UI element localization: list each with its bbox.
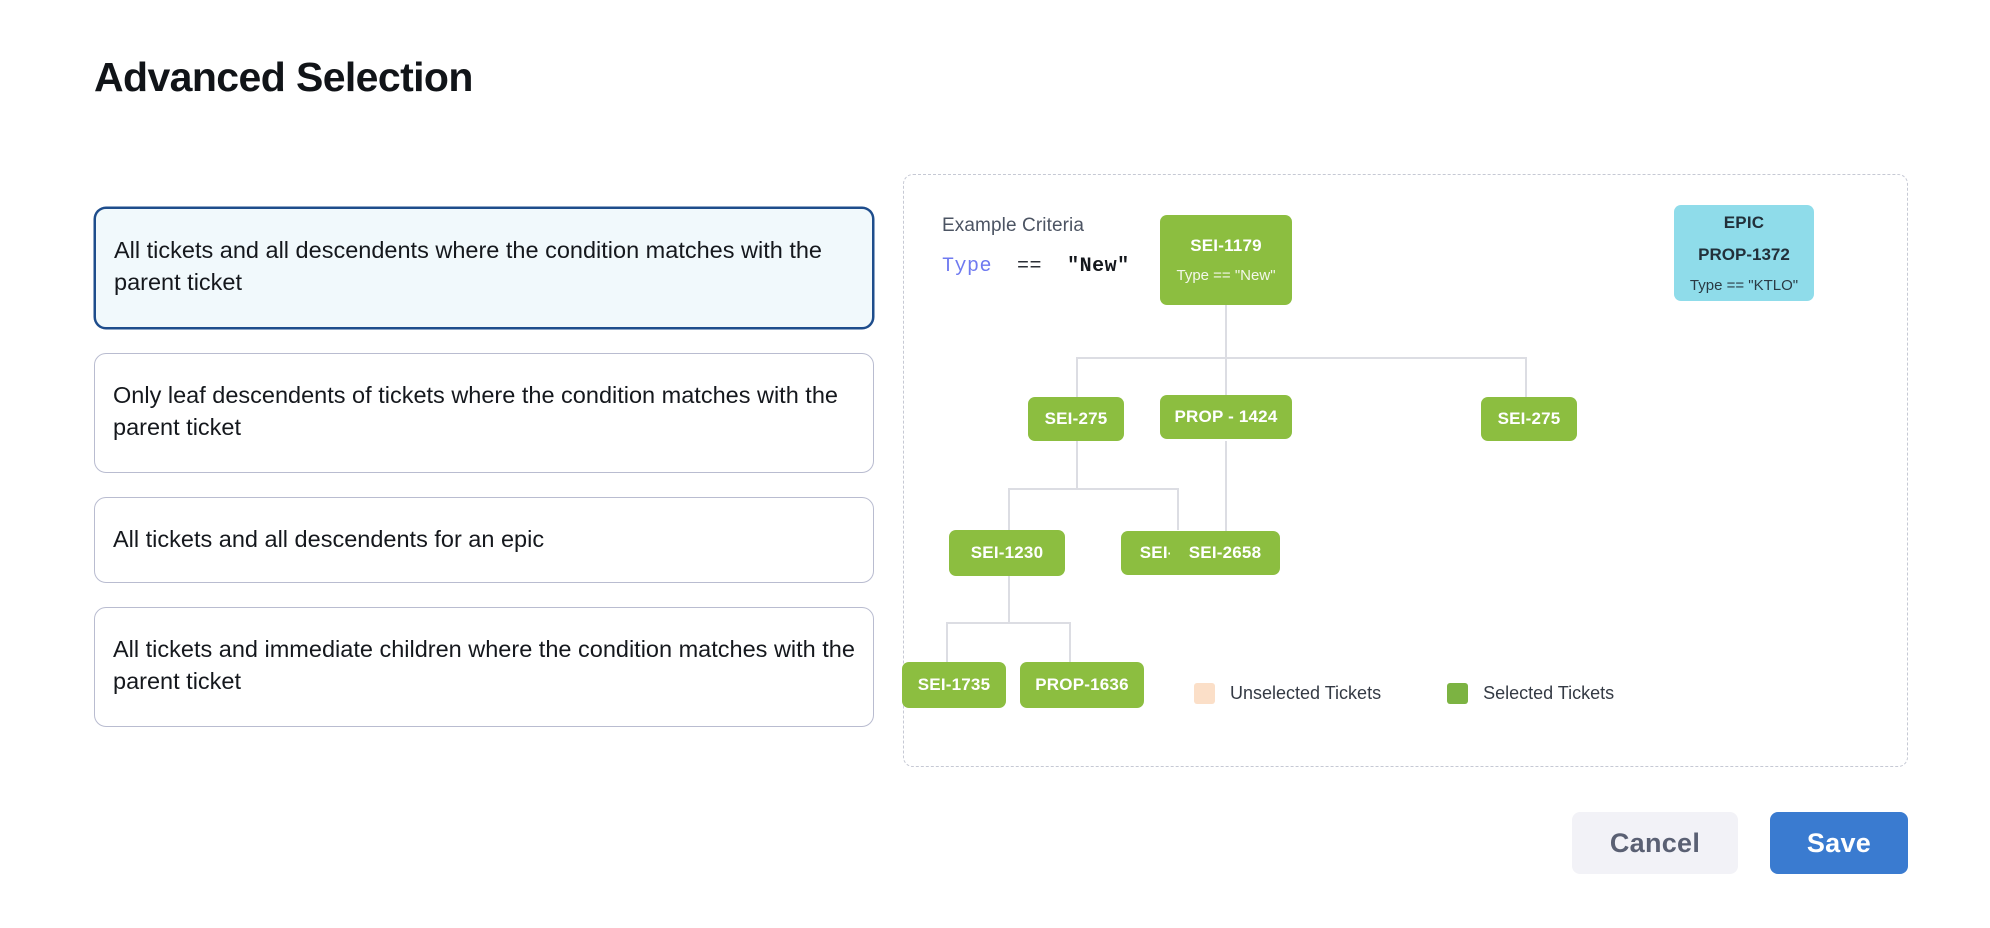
legend-label: Selected Tickets <box>1483 683 1615 703</box>
tree-node-epic[interactable]: EPIC PROP-1372 Type == "KTLO" <box>1674 205 1814 301</box>
node-epic-condition: Type == "KTLO" <box>1689 276 1799 294</box>
node-title: PROP - 1424 <box>1174 407 1278 426</box>
edge-to-child-left <box>1076 357 1078 397</box>
option-label: Only leaf descendents of tickets where t… <box>113 381 838 440</box>
tree-node-sei-1230[interactable]: SEI-1230 <box>949 530 1065 576</box>
option-card-all-descendents-condition[interactable]: All tickets and all descendents where th… <box>94 207 874 329</box>
example-criteria-block: Example Criteria Type == "New" <box>942 215 1130 278</box>
tree-node-sei-275-left[interactable]: SEI-275 <box>1028 397 1124 441</box>
node-title: SEI-1179 <box>1190 236 1262 255</box>
edge-to-ggc-left <box>946 622 948 662</box>
node-title: SEI-2658 <box>1188 543 1262 562</box>
legend-item-unselected: Unselected Tickets <box>1194 683 1381 704</box>
edge-to-child-mid <box>1225 357 1227 397</box>
criteria-label: Example Criteria <box>942 215 1085 236</box>
legend-label: Unselected Tickets <box>1230 683 1382 703</box>
option-label: All tickets and all descendents where th… <box>114 237 823 295</box>
criteria-value: "New" <box>1067 255 1130 278</box>
option-card-immediate-children-condition[interactable]: All tickets and immediate children where… <box>94 606 874 727</box>
node-subtitle: Type == "New" <box>1176 267 1276 284</box>
edge-level3-bar <box>946 622 1070 624</box>
tree-node-sei-2658[interactable]: SEI-2658 <box>1170 531 1280 575</box>
edge-root-stem <box>1225 305 1227 358</box>
example-diagram-panel: Example Criteria Type == "New" SEI-1179 … <box>902 174 1908 767</box>
tree-node-root[interactable]: SEI-1179 Type == "New" <box>1160 215 1292 305</box>
legend-swatch-selected-icon <box>1447 683 1469 704</box>
edge-child-left-stem <box>1076 441 1078 489</box>
cancel-button[interactable]: Cancel <box>1572 812 1738 874</box>
tree-node-sei-275-right[interactable]: SEI-275 <box>1481 397 1577 441</box>
save-button[interactable]: Save <box>1770 812 1908 874</box>
tree-node-prop-1636[interactable]: PROP-1636 <box>1020 662 1144 708</box>
selection-options-list: All tickets and all descendents where th… <box>94 207 874 751</box>
option-card-leaf-descendents-condition[interactable]: Only leaf descendents of tickets where t… <box>94 352 874 473</box>
node-title: SEI-275 <box>1497 409 1561 428</box>
edge-to-gc-mid <box>1177 488 1179 530</box>
option-label: All tickets and immediate children where… <box>113 635 855 694</box>
edge-child-mid-to-gc-right <box>1225 441 1227 531</box>
node-epic-key: PROP-1372 <box>1698 244 1790 264</box>
criteria-expression: Type == "New" <box>942 255 1130 278</box>
legend-item-selected: Selected Tickets <box>1447 683 1614 704</box>
dialog-footer: Cancel Save <box>1572 812 1908 874</box>
edge-gc-left-stem <box>1008 573 1010 623</box>
option-card-all-descendents-epic[interactable]: All tickets and all descendents for an e… <box>94 496 874 583</box>
node-title: SEI-275 <box>1044 409 1108 428</box>
edge-level1-bar <box>1076 357 1526 359</box>
edge-to-gc-left <box>1008 488 1010 530</box>
edge-to-child-right <box>1525 357 1527 397</box>
node-title: SEI-1230 <box>970 543 1044 562</box>
tree-node-prop-1424[interactable]: PROP - 1424 <box>1160 395 1292 439</box>
node-title: SEI-1735 <box>917 675 991 694</box>
node-title: PROP-1636 <box>1035 675 1129 694</box>
criteria-keyword: Type <box>942 255 993 278</box>
legend-swatch-unselected-icon <box>1194 683 1215 704</box>
edge-to-ggc-right <box>1069 622 1071 662</box>
node-epic-type: EPIC <box>1723 212 1765 232</box>
edge-level2-bar <box>1008 488 1178 490</box>
tree-node-sei-1735-leaf[interactable]: SEI-1735 <box>902 662 1006 708</box>
page-title: Advanced Selection <box>94 54 473 100</box>
criteria-operator: == <box>1017 255 1043 278</box>
option-label: All tickets and all descendents for an e… <box>113 525 545 552</box>
diagram-legend: Unselected Tickets Selected Tickets <box>1194 683 1614 704</box>
